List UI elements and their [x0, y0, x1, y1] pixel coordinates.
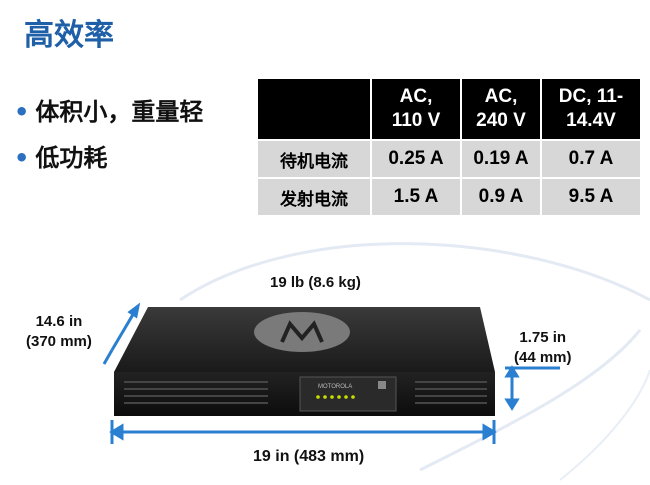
- row-label: 待机电流: [256, 139, 372, 179]
- arrow-up-icon: [504, 365, 520, 378]
- table-cell: 9.5 A: [540, 177, 642, 217]
- page-title: 高效率: [24, 18, 114, 53]
- motorola-logo-icon: [254, 312, 350, 352]
- header-line: 110 V: [391, 110, 441, 131]
- feature-item: •低功耗: [14, 144, 108, 172]
- table-cell: 0.19 A: [460, 139, 542, 179]
- table-header-cell: AC, 240 V: [460, 77, 542, 141]
- header-line: AC,: [484, 86, 518, 107]
- table-header-row: AC, 110 V AC, 240 V DC, 11- 14.4V: [256, 77, 642, 141]
- table-row: 待机电流 0.25 A 0.19 A 0.7 A: [256, 139, 642, 179]
- status-led-icon: [316, 395, 355, 399]
- header-line: DC, 11-: [558, 86, 624, 107]
- logo-m-icon: [280, 320, 324, 343]
- feature-item: •体积小，重量轻: [14, 98, 204, 126]
- power-consumption-table: AC, 110 V AC, 240 V DC, 11- 14.4V 待机电流 0.25…: [256, 77, 642, 217]
- table-header-cell: AC, 110 V: [370, 77, 462, 141]
- bullet-icon: •: [14, 98, 30, 126]
- vent-right-icon: [415, 381, 487, 404]
- table-row: 发射电流 1.5 A 0.9 A 9.5 A: [256, 177, 642, 217]
- arrow-right-icon: [482, 423, 497, 441]
- table-cell: 1.5 A: [370, 177, 462, 217]
- depth-label: 14.6 in (370 mm): [26, 312, 92, 352]
- arrow-down-icon: [504, 398, 520, 411]
- weight-label: 19 lb (8.6 kg): [270, 274, 361, 291]
- header-line: 240 V: [476, 110, 526, 131]
- header-line: AC,: [399, 86, 433, 107]
- row-label: 发射电流: [256, 177, 372, 217]
- table-cell: 0.9 A: [460, 177, 542, 217]
- depth-dimension-line: [102, 349, 114, 365]
- depth-line: 14.6 in: [35, 313, 83, 330]
- arrow-left-icon: [109, 423, 124, 441]
- depth-line: (370 mm): [26, 333, 92, 350]
- vent-left-icon: [124, 381, 268, 404]
- table-cell: 0.7 A: [540, 139, 642, 179]
- usb-port-icon: [378, 381, 386, 389]
- height-label: 1.75 in (44 mm): [514, 328, 572, 368]
- table-header-cell: DC, 11- 14.4V: [540, 77, 642, 141]
- brand-label: MOTOROLA: [318, 384, 352, 390]
- arrow-depth-icon: [127, 302, 141, 319]
- height-line: (44 mm): [514, 349, 572, 366]
- table-cell: 0.25 A: [370, 139, 462, 179]
- header-line: 14.4V: [566, 110, 616, 131]
- bullet-icon: •: [14, 144, 30, 172]
- height-line: 1.75 in: [519, 329, 567, 346]
- width-label: 19 in (483 mm): [253, 448, 365, 465]
- table-header-cell: [256, 77, 372, 141]
